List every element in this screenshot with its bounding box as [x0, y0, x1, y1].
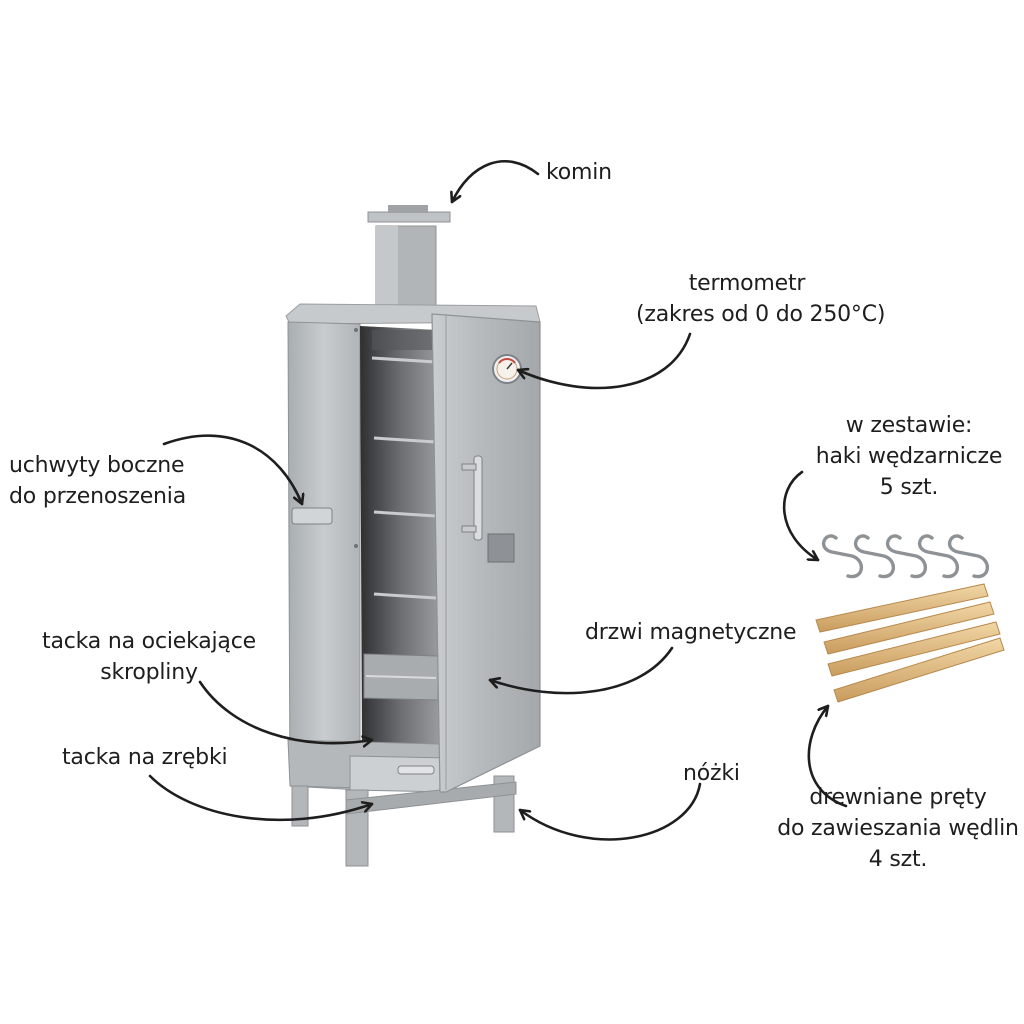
arrow-nozki: [518, 782, 702, 841]
label-drzwi-text: drzwi magnetyczne: [585, 620, 797, 645]
label-tacka-zrebki-text: tacka na zrębki: [62, 745, 228, 770]
label-prety-line3: 4 szt.: [868, 847, 928, 872]
arrow-drzwi: [488, 646, 674, 695]
arrow-skropliny: [198, 680, 374, 743]
label-termometr-line2: (zakres od 0 do 250°C): [636, 302, 886, 327]
label-uchwyty-line1: uchwyty boczne: [9, 453, 185, 478]
label-zestaw-line2: haki wędzarnicze: [815, 444, 1003, 469]
arrow-haki: [782, 470, 820, 562]
arrow-prety: [807, 704, 848, 808]
body-left-side: [287, 321, 361, 791]
arrow-termometr: [516, 332, 692, 390]
wooden-rods: [815, 583, 1005, 703]
leg-back-left: [291, 785, 309, 827]
interior: [360, 326, 440, 760]
label-komin: komin: [546, 157, 612, 188]
label-uchwyty-line2: do przenoszenia: [9, 484, 186, 509]
label-prety: drewniane pręty do zawieszania wędlin 4 …: [776, 782, 1020, 875]
arrow-komin: [452, 159, 540, 204]
label-komin-text: komin: [546, 160, 612, 185]
label-tacka-skropliny: tacka na ociekające skropliny: [36, 626, 262, 688]
smoking-hooks: [821, 534, 989, 579]
chimney-cap: [367, 211, 451, 223]
label-nozki: nóżki: [683, 758, 740, 789]
label-tacka-zrebki: tacka na zrębki: [62, 742, 228, 773]
thermometer: [492, 354, 522, 384]
label-prety-line2: do zawieszania wędlin: [777, 816, 1019, 841]
label-zestaw: w zestawie: haki wędzarnicze 5 szt.: [814, 410, 1004, 503]
label-zestaw-line1: w zestawie:: [845, 413, 973, 438]
arrow-uchwyty: [162, 434, 302, 506]
nameplate: [487, 533, 515, 563]
label-prety-line1: drewniane pręty: [809, 785, 987, 810]
annotation-arrows: [148, 159, 848, 841]
magnetic-door: [431, 313, 541, 793]
label-termometr: termometr (zakres od 0 do 250°C): [636, 268, 886, 330]
door-handle: [461, 455, 483, 541]
smoker-cabinet: [285, 205, 541, 867]
label-drzwi: drzwi magnetyczne: [585, 617, 797, 648]
label-tacka-skropliny-line1: tacka na ociekające: [42, 629, 256, 654]
label-uchwyty: uchwyty boczne do przenoszenia: [9, 450, 186, 512]
label-tacka-skropliny-line2: skropliny: [100, 660, 198, 685]
arrow-zrebki: [148, 774, 374, 822]
label-nozki-text: nóżki: [683, 761, 740, 786]
label-termometr-line1: termometr: [688, 271, 806, 296]
side-handle: [291, 507, 333, 525]
chip-tray-handle: [397, 765, 435, 775]
label-zestaw-line3: 5 szt.: [879, 475, 939, 500]
